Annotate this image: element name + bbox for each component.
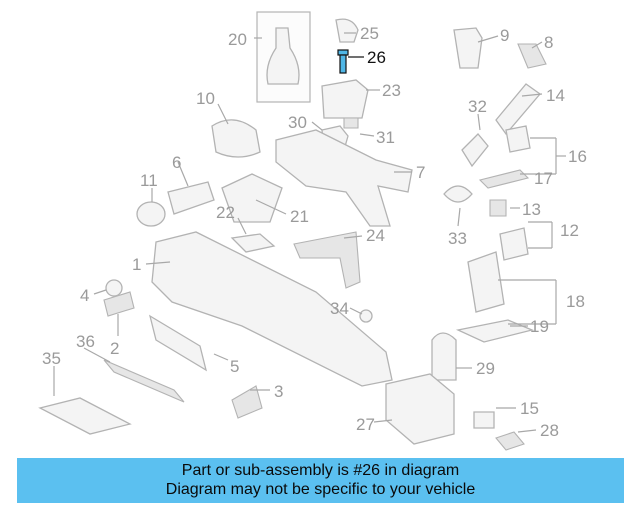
part-4-knob[interactable] [105, 279, 123, 297]
part-14-side-trim[interactable] [495, 83, 541, 136]
callout-25: 25 [360, 24, 379, 43]
callout-36: 36 [76, 332, 95, 351]
callout-14: 14 [546, 86, 565, 105]
callout-11: 11 [140, 171, 158, 190]
part-29-armrest[interactable] [431, 332, 457, 381]
callout-20: 20 [228, 30, 247, 49]
callout-18: 18 [566, 292, 585, 311]
callout-19: 19 [530, 317, 549, 336]
callout-23: 23 [382, 81, 401, 100]
callout-15: 15 [520, 399, 539, 418]
part-7-console-trim[interactable] [275, 129, 413, 227]
part-9-bracket[interactable] [453, 27, 483, 69]
part-20-shift-boot[interactable] [266, 27, 300, 85]
callout-28: 28 [540, 421, 559, 440]
part-2-bracket[interactable] [103, 291, 135, 317]
callout-17: 17 [534, 169, 553, 188]
parts-diagram: 20 25 26 23 10 30 31 7 9 8 14 32 16 17 1… [38, 11, 587, 451]
part-36-trim[interactable] [103, 359, 185, 403]
part-16-panel[interactable] [505, 125, 531, 153]
callout-35: 35 [42, 349, 61, 368]
callout-13: 13 [522, 200, 541, 219]
callout-16: 16 [568, 147, 587, 166]
part-21-shift-boot[interactable] [221, 173, 283, 223]
callout-9: 9 [500, 26, 509, 45]
part-25-shift-knob[interactable] [335, 18, 359, 43]
part-12-panel[interactable] [499, 227, 529, 261]
callout-30: 30 [288, 113, 307, 132]
banner-line-1: Part or sub-assembly is #26 in diagram [181, 462, 460, 479]
callout-21: 21 [290, 207, 309, 226]
part-33-socket[interactable] [443, 185, 473, 203]
callout-34: 34 [330, 299, 349, 318]
callout-22: 22 [216, 203, 235, 222]
part-31-clip[interactable] [343, 117, 359, 129]
part-11-grommet[interactable] [136, 201, 166, 227]
callout-12: 12 [560, 221, 579, 240]
callout-33: 33 [448, 229, 467, 248]
part-23-shift-housing[interactable] [321, 79, 369, 119]
callout-4: 4 [80, 286, 89, 305]
callout-31: 31 [376, 128, 395, 147]
callout-7: 7 [416, 163, 425, 182]
part-8-bracket[interactable] [517, 43, 547, 69]
part-17-strip[interactable] [478, 169, 530, 189]
callout-3: 3 [274, 382, 283, 401]
callout-26: 26 [367, 48, 386, 67]
info-banner: Part or sub-assembly is #26 in diagram D… [17, 458, 624, 503]
part-6-cover[interactable] [167, 181, 215, 215]
part-34-clip[interactable] [359, 309, 373, 323]
banner-line-2: Diagram may not be specific to your vehi… [165, 481, 476, 498]
callout-5: 5 [230, 357, 239, 376]
part-24-bracket[interactable] [293, 231, 361, 289]
callout-1: 1 [132, 255, 141, 274]
part-1-center-console[interactable] [151, 231, 393, 387]
part-32-lighter[interactable] [461, 133, 489, 168]
callout-10: 10 [196, 89, 215, 108]
part-18-armrest-side[interactable] [467, 251, 505, 313]
callout-6: 6 [172, 153, 181, 172]
part-26-screw[interactable] [337, 49, 349, 74]
part-13-switch[interactable] [489, 199, 507, 217]
part-19-tray[interactable] [455, 319, 535, 343]
callout-8: 8 [544, 33, 553, 52]
part-28-clip[interactable] [495, 431, 525, 451]
callout-24: 24 [366, 226, 385, 245]
callout-29: 29 [476, 359, 495, 378]
callout-2: 2 [110, 339, 119, 358]
part-10-cup-holder[interactable] [211, 119, 261, 158]
part-22-bezel[interactable] [230, 233, 276, 253]
part-27-storage-box[interactable] [385, 373, 455, 445]
part-35-rail[interactable] [38, 397, 132, 435]
part-15-pad[interactable] [473, 411, 495, 429]
callout-27: 27 [356, 415, 375, 434]
part-5-side-panel[interactable] [148, 314, 208, 372]
part-3-bracket[interactable] [231, 385, 263, 419]
callout-32: 32 [468, 97, 487, 116]
